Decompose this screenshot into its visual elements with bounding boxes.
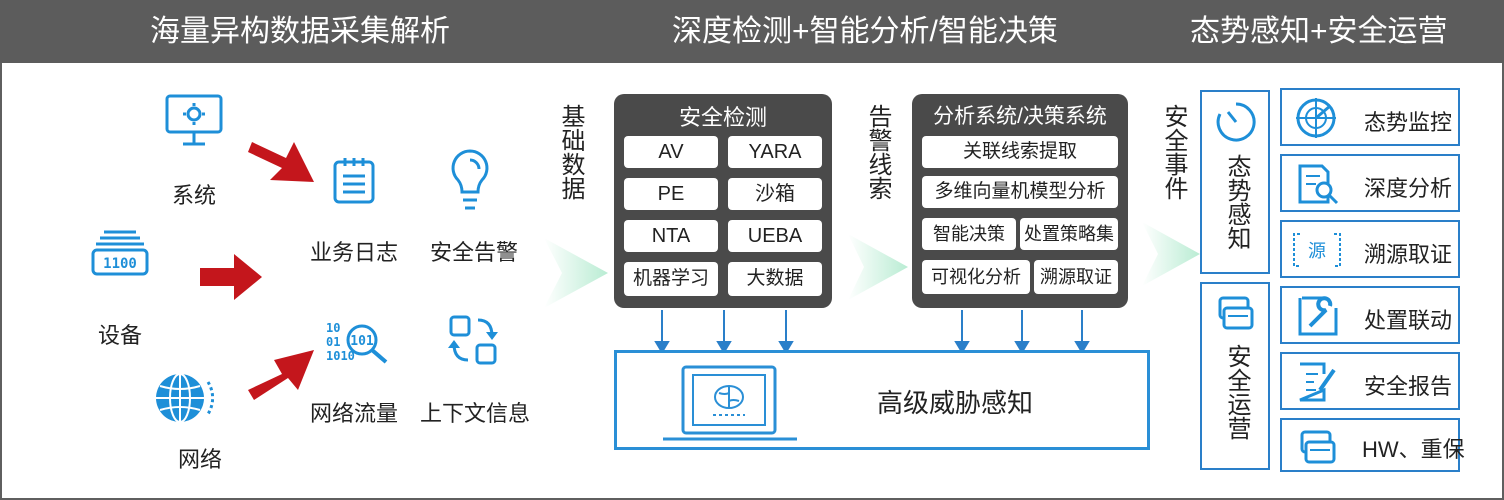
clock-gauge-icon — [1216, 102, 1256, 142]
header-title-collection: 海量异构数据采集解析 — [150, 15, 450, 48]
right-item-label: 处置联动 — [1364, 308, 1453, 333]
monitor-gear-icon — [165, 94, 223, 146]
detection-chip: 沙箱 — [728, 178, 822, 210]
detection-chip: PE — [624, 178, 718, 210]
source-trace-icon: 源 — [1293, 233, 1341, 267]
advanced-threat-box: 高级威胁感知 — [614, 350, 1150, 450]
notepad-log-icon — [333, 158, 375, 204]
green-flow-arrow-icon — [544, 238, 608, 308]
detection-chip: NTA — [624, 220, 718, 252]
analysis-chip: 处置策略集 — [1020, 218, 1118, 250]
device-code-text: 1100 — [103, 256, 137, 272]
green-flow-arrow-icon — [1142, 222, 1200, 286]
source-network-label: 网络 — [177, 447, 222, 472]
situation-awareness-group: 态势感知 — [1200, 90, 1270, 274]
header-title-detection: 深度检测+智能分析/智能决策 — [672, 15, 1058, 48]
detection-chip: UEBA — [728, 220, 822, 252]
svg-text:1010: 1010 — [326, 349, 355, 363]
data-context-info-label: 上下文信息 — [419, 401, 530, 426]
data-security-alert-label: 安全告警 — [429, 240, 518, 265]
detection-chip: 大数据 — [728, 262, 822, 296]
red-arrow-icon — [248, 142, 314, 182]
radar-icon — [1296, 98, 1336, 138]
analysis-chip: 可视化分析 — [922, 260, 1030, 294]
analysis-chip: 多维向量机模型分析 — [922, 176, 1118, 208]
header-title-operations: 态势感知+安全运营 — [1190, 15, 1448, 48]
traffic-digits-text: 101 — [350, 334, 374, 349]
right-item-label: HW、重保 — [1362, 437, 1465, 462]
right-item-deep-analysis: 深度分析 — [1280, 154, 1460, 212]
detection-chip: YARA — [728, 136, 822, 168]
data-business-log-label: 业务日志 — [309, 240, 398, 265]
globe-network-icon — [156, 373, 214, 423]
analysis-panel-title: 分析系统/决策系统 — [933, 105, 1107, 128]
card-stack-icon — [1218, 296, 1254, 330]
analysis-chip: 溯源取证 — [1034, 260, 1118, 294]
flow-label-security-events: 安全事件 — [1160, 104, 1187, 200]
lightbulb-alert-icon — [451, 149, 489, 210]
right-item-security-report: 安全报告 — [1280, 352, 1460, 410]
source-trace-text: 源 — [1308, 241, 1326, 262]
wrench-icon — [1298, 296, 1338, 336]
flow-label-basic-data: 基础数据 — [557, 104, 584, 200]
server-device-icon: 1100 — [91, 230, 149, 276]
detection-chip: AV — [624, 136, 718, 168]
analysis-chip: 智能决策 — [922, 218, 1016, 250]
card-stack-icon — [1300, 430, 1336, 464]
analysis-chip: 关联线索提取 — [922, 136, 1118, 168]
down-arrows-connectors — [654, 310, 1090, 354]
flow-label-alert-clues: 告警线索 — [864, 104, 891, 200]
security-operations-label: 安全运营 — [1223, 344, 1250, 440]
context-sync-icon — [448, 315, 498, 365]
svg-text:01: 01 — [326, 335, 340, 349]
security-operations-group: 安全运营 — [1200, 282, 1270, 470]
detection-chip: 机器学习 — [624, 262, 718, 296]
red-arrow-icon — [200, 254, 262, 300]
detection-panel-title: 安全检测 — [678, 105, 767, 130]
source-device-label: 设备 — [97, 323, 142, 348]
right-item-label: 态势监控 — [1364, 110, 1453, 135]
data-network-traffic-label: 网络流量 — [309, 401, 398, 426]
detection-panel: 安全检测 AV YARA PE 沙箱 NTA UEBA 机器学习 大数据 — [614, 94, 832, 308]
green-flow-arrow-icon — [848, 234, 908, 300]
document-search-icon — [1298, 164, 1339, 205]
right-item-situation-monitor: 态势监控 — [1280, 88, 1460, 146]
laptop-brain-icon — [663, 365, 797, 441]
traffic-magnifier-icon: 10 01 1010 101 — [326, 321, 388, 364]
right-item-label: 安全报告 — [1364, 374, 1453, 399]
right-item-response-linkage: 处置联动 — [1280, 286, 1460, 344]
advanced-threat-label: 高级威胁感知 — [877, 388, 1034, 418]
right-item-source-trace: 源 溯源取证 — [1280, 220, 1460, 278]
right-item-label: 深度分析 — [1364, 176, 1453, 201]
header-bar: 海量异构数据采集解析 深度检测+智能分析/智能决策 态势感知+安全运营 — [0, 0, 1504, 63]
report-edit-icon — [1299, 362, 1336, 402]
analysis-panel: 分析系统/决策系统 关联线索提取 多维向量机模型分析 智能决策 处置策略集 可视… — [912, 94, 1128, 308]
situation-awareness-label: 态势感知 — [1223, 154, 1250, 250]
source-system-label: 系统 — [171, 183, 216, 208]
red-arrow-icon — [248, 350, 314, 400]
right-item-label: 溯源取证 — [1364, 242, 1453, 267]
svg-text:10: 10 — [326, 321, 340, 335]
right-item-hw-protection: HW、重保 — [1280, 418, 1465, 472]
